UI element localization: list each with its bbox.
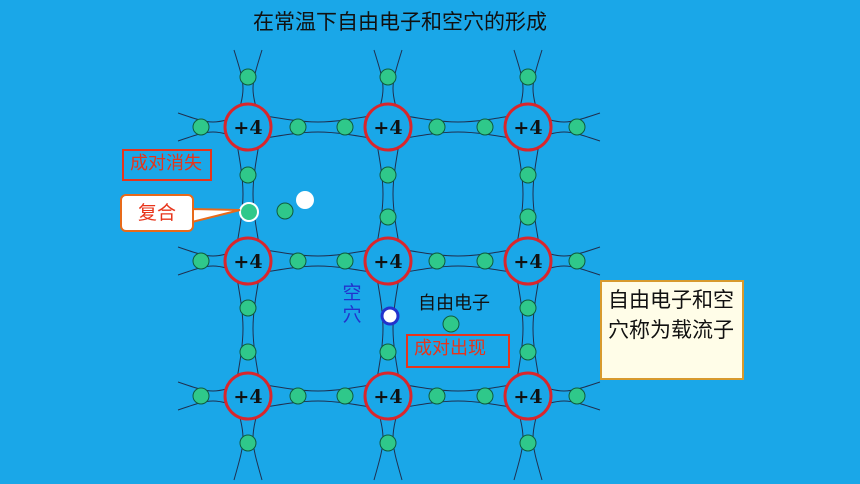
valence-electron xyxy=(476,118,494,136)
valence-electron xyxy=(289,387,307,405)
valence-electron xyxy=(192,387,210,405)
hole-icon xyxy=(380,306,400,326)
atom-charge-label: +4 xyxy=(233,117,262,139)
silicon-atom xyxy=(223,236,273,286)
silicon-atom xyxy=(363,371,413,421)
atom-charge-label: +4 xyxy=(513,386,542,408)
valence-electron xyxy=(519,166,537,184)
valence-electron xyxy=(568,252,586,270)
valence-electron xyxy=(379,343,397,361)
valence-electron xyxy=(336,387,354,405)
atom-charge-label: +4 xyxy=(373,251,402,273)
valence-electron xyxy=(192,118,210,136)
empty-site-icon xyxy=(296,191,314,209)
pair-vanish-label: 成对消失 xyxy=(122,149,212,181)
silicon-atom xyxy=(223,371,273,421)
valence-electron xyxy=(239,343,257,361)
valence-electron xyxy=(239,166,257,184)
valence-electron xyxy=(476,252,494,270)
atom-charge-label: +4 xyxy=(373,386,402,408)
valence-electron xyxy=(379,208,397,226)
valence-electron xyxy=(519,434,537,452)
pair-appear-label: 成对出现 xyxy=(406,334,510,368)
valence-electron xyxy=(428,387,446,405)
valence-electron xyxy=(192,252,210,270)
valence-electron xyxy=(336,252,354,270)
recombining-electron xyxy=(239,202,259,222)
silicon-atom xyxy=(503,371,553,421)
valence-electron xyxy=(519,68,537,86)
silicon-atom xyxy=(363,102,413,152)
valence-electron xyxy=(239,68,257,86)
free-electron-label: 自由电子 xyxy=(418,293,490,314)
callout-pointer xyxy=(191,207,241,224)
valence-electron xyxy=(428,252,446,270)
valence-electron xyxy=(568,118,586,136)
silicon-atom xyxy=(223,102,273,152)
silicon-atom xyxy=(363,236,413,286)
valence-electron xyxy=(239,434,257,452)
valence-electron xyxy=(442,315,460,333)
silicon-atom xyxy=(503,102,553,152)
valence-electron xyxy=(428,118,446,136)
valence-electron xyxy=(519,299,537,317)
atom-charge-label: +4 xyxy=(513,117,542,139)
atom-charge-label: +4 xyxy=(513,251,542,273)
valence-electron xyxy=(379,434,397,452)
atom-charge-label: +4 xyxy=(233,251,262,273)
atom-charge-label: +4 xyxy=(373,117,402,139)
valence-electron xyxy=(379,166,397,184)
valence-electron xyxy=(276,202,294,220)
valence-electron xyxy=(289,118,307,136)
valence-electron xyxy=(379,68,397,86)
atom-charge-label: +4 xyxy=(233,386,262,408)
valence-electron xyxy=(289,252,307,270)
valence-electron xyxy=(476,387,494,405)
valence-electron xyxy=(519,343,537,361)
valence-electron xyxy=(336,118,354,136)
carrier-note-box: 自由电子和空穴称为载流子 xyxy=(600,280,744,380)
valence-electron xyxy=(568,387,586,405)
recombine-callout: 复合 xyxy=(120,194,194,232)
hole-label: 空穴 xyxy=(342,282,362,326)
valence-electron xyxy=(519,208,537,226)
valence-electron xyxy=(239,299,257,317)
silicon-atom xyxy=(503,236,553,286)
page-title: 在常温下自由电子和空穴的形成 xyxy=(253,10,547,34)
